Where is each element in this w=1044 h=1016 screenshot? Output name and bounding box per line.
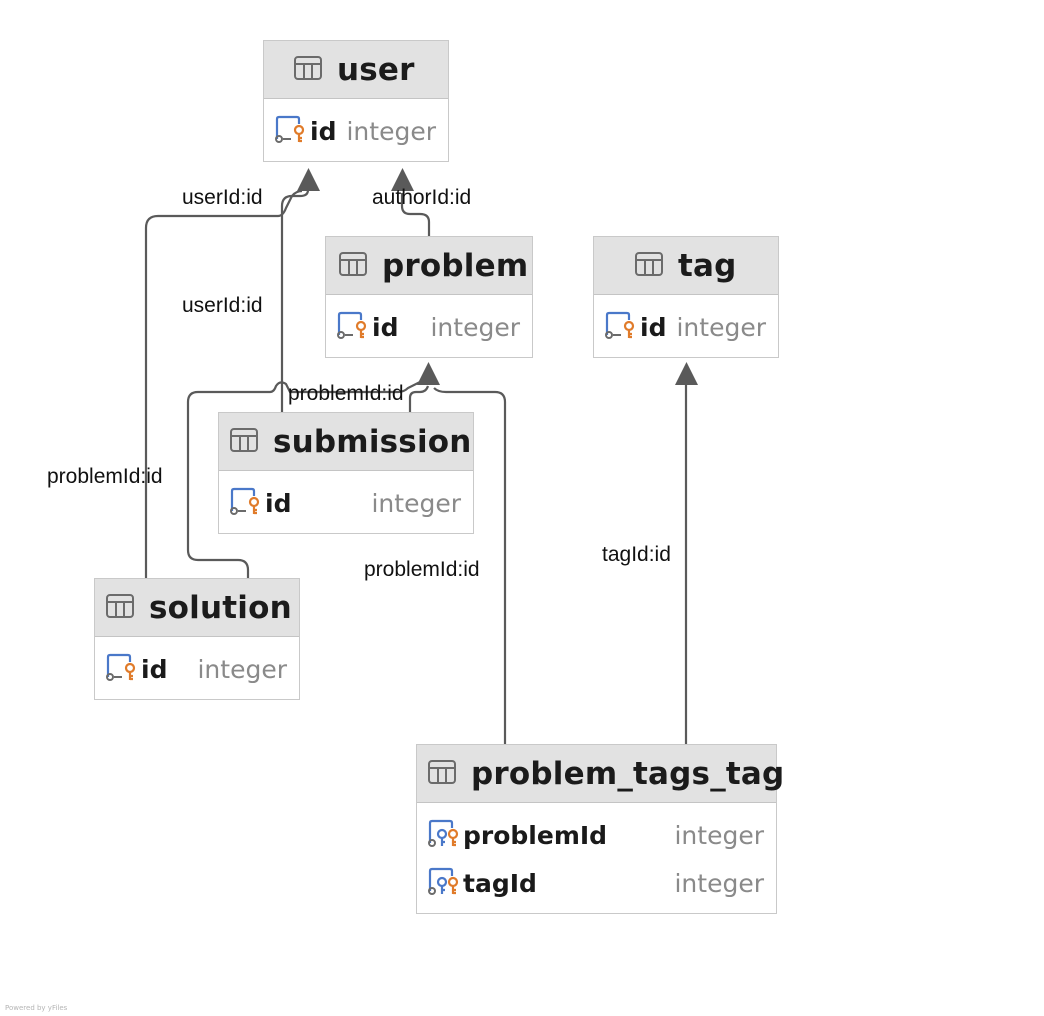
edge-label-submission-problem: problemId:id: [288, 382, 404, 405]
field-type: integer: [676, 312, 766, 342]
table-icon: [339, 251, 367, 280]
field-name: id: [141, 654, 168, 684]
field-type: integer: [371, 488, 461, 518]
primary-key-icon: [336, 310, 368, 344]
edge-label-solution-problem: problemId:id: [47, 465, 163, 488]
primary-key-icon: [274, 114, 306, 148]
entity-tag[interactable]: tag id integer: [593, 236, 779, 358]
field-row-tagid[interactable]: tagId integer: [417, 859, 776, 907]
entity-title: problem_tags_tag: [471, 755, 785, 792]
primary-key-icon: [604, 310, 636, 344]
entity-title: user: [337, 51, 415, 88]
entity-title: problem: [382, 247, 529, 284]
edge-problem-user: [400, 193, 431, 236]
primary-key-icon: [229, 486, 261, 520]
edge-solution-problem: [186, 381, 421, 578]
entity-user[interactable]: user id integer: [263, 40, 449, 162]
edge-label-ptt-problem: problemId:id: [364, 558, 480, 581]
entity-header[interactable]: submission: [219, 413, 473, 471]
entity-header[interactable]: problem_tags_tag: [417, 745, 784, 803]
entity-problem[interactable]: problem id integer: [325, 236, 533, 358]
primary-key-icon: [105, 652, 137, 686]
entity-problem-tags-tag[interactable]: problem_tags_tag problemId integer tagId…: [416, 744, 784, 914]
field-type: integer: [197, 654, 287, 684]
field-name: id: [640, 312, 667, 342]
field-row-id[interactable]: id integer: [326, 303, 532, 351]
table-icon: [635, 251, 663, 280]
field-type: integer: [674, 820, 764, 850]
primary-foreign-key-icon: [427, 818, 459, 852]
field-type: integer: [674, 868, 764, 898]
table-icon: [230, 427, 258, 456]
field-name: id: [310, 116, 337, 146]
edge-submission-user: [280, 189, 310, 412]
field-name: problemId: [463, 820, 608, 850]
entity-title: solution: [149, 589, 292, 626]
table-icon: [428, 759, 456, 788]
edge-label-submission-user: userId:id: [182, 294, 263, 317]
field-row-id[interactable]: id integer: [95, 645, 299, 693]
field-name: id: [265, 488, 292, 518]
field-name: tagId: [463, 868, 537, 898]
edge-label-ptt-tag: tagId:id: [602, 543, 671, 566]
arrowhead-problem: [417, 362, 440, 385]
field-row-id[interactable]: id integer: [264, 107, 448, 155]
field-type: integer: [430, 312, 520, 342]
entity-header[interactable]: user: [264, 41, 448, 99]
entity-solution[interactable]: solution id integer: [94, 578, 300, 700]
entity-header[interactable]: solution: [95, 579, 299, 637]
field-type: integer: [346, 116, 436, 146]
table-icon: [294, 55, 322, 84]
arrowhead-user-right: [391, 168, 414, 191]
table-icon: [106, 593, 134, 622]
arrowhead-tag: [675, 362, 698, 385]
edge-label-solution-user: userId:id: [182, 186, 263, 209]
arrowhead-user-left: [297, 168, 320, 191]
field-name: id: [372, 312, 399, 342]
field-row-id[interactable]: id integer: [594, 303, 778, 351]
edge-submission-problem: [408, 385, 430, 412]
entity-submission[interactable]: submission id integer: [218, 412, 474, 534]
entity-header[interactable]: problem: [326, 237, 532, 295]
edge-label-problem-user: authorId:id: [372, 186, 472, 209]
entity-header[interactable]: tag: [594, 237, 778, 295]
edge-ptt-problem: [433, 387, 507, 745]
powered-by-footer: Powered by yFiles: [5, 1004, 68, 1012]
field-row-id[interactable]: id integer: [219, 479, 473, 527]
entity-title: tag: [678, 247, 737, 284]
field-row-problemid[interactable]: problemId integer: [417, 811, 776, 859]
entity-title: submission: [273, 423, 472, 460]
primary-foreign-key-icon: [427, 866, 459, 900]
